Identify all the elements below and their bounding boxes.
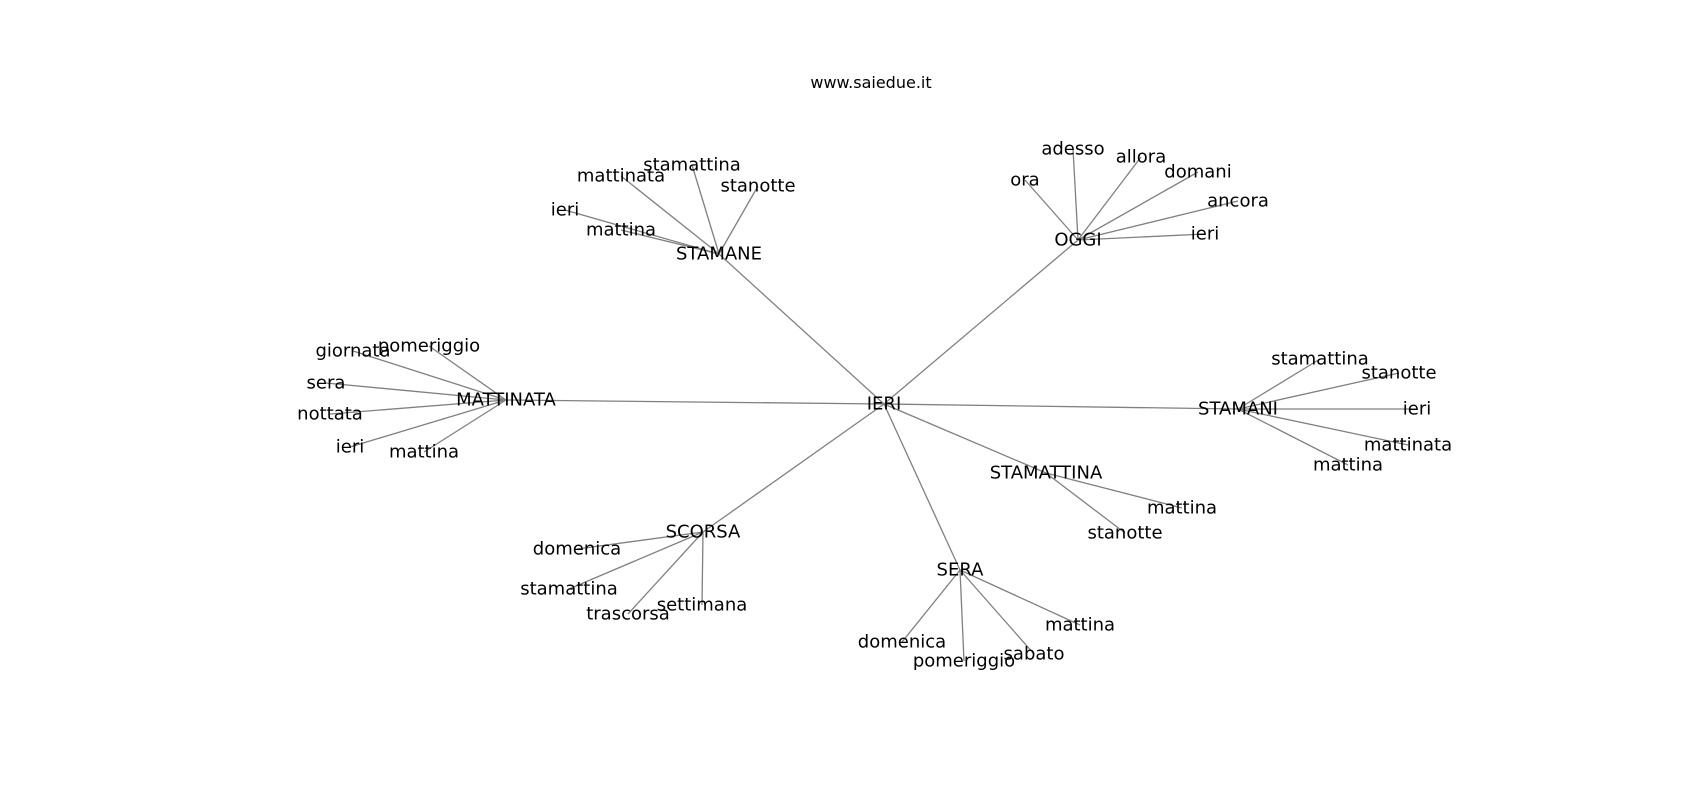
leaf-node-label: sera	[307, 373, 346, 394]
root-edge	[883, 403, 1047, 474]
root-edge	[883, 403, 961, 571]
leaf-edge	[1045, 472, 1126, 534]
leaf-node-label: trascorsa	[586, 604, 670, 625]
leaf-node-label: adesso	[1041, 139, 1104, 160]
leaf-node-label: allora	[1116, 147, 1166, 168]
leaf-edge	[423, 399, 507, 453]
root-edge	[702, 403, 885, 533]
leaf-node-label: ieri	[1403, 399, 1431, 420]
graph-edges	[325, 148, 1417, 662]
leaf-node-label: mattina	[1147, 498, 1217, 519]
root-node-label: IERI	[867, 394, 902, 415]
root-edge	[883, 239, 1079, 405]
root-edge	[718, 253, 885, 405]
leaf-node-label: stamattina	[1271, 349, 1369, 370]
leaf-node-label: ieri	[1191, 224, 1219, 245]
leaf-edge	[1237, 408, 1409, 446]
root-edge	[505, 399, 885, 405]
leaf-edge	[1045, 472, 1183, 509]
site-title: www.saiedue.it	[810, 73, 931, 92]
hub-node-label: OGGI	[1054, 230, 1101, 251]
leaf-edge	[1237, 408, 1349, 466]
leaf-node-label: mattinata	[577, 166, 665, 187]
leaf-edge	[576, 531, 704, 550]
root-edge	[883, 403, 1239, 410]
leaf-edge	[349, 399, 507, 448]
leaf-edge	[1237, 372, 1400, 410]
hub-node-label: STAMATTINA	[990, 463, 1103, 484]
leaf-node-label: stanotte	[1087, 523, 1162, 544]
leaf-edge	[1237, 358, 1321, 410]
leaf-node-label: settimana	[657, 595, 748, 616]
leaf-edge	[691, 164, 720, 255]
leaf-node-label: stamattina	[643, 155, 741, 176]
leaf-node-label: stanotte	[1361, 363, 1436, 384]
leaf-node-label: ora	[1010, 170, 1039, 191]
hub-node-label: STAMANI	[1198, 399, 1278, 420]
leaf-node-label: mattina	[1045, 615, 1115, 636]
leaf-edge	[901, 569, 961, 643]
leaf-node-label: domenica	[858, 632, 946, 653]
leaf-node-label: mattina	[586, 220, 656, 241]
leaf-node-label: ancora	[1207, 191, 1269, 212]
leaf-node-label: pomeriggio	[378, 336, 480, 357]
leaf-node-label: mattinata	[1364, 435, 1452, 456]
leaf-edge	[959, 569, 1081, 626]
leaf-node-label: domani	[1164, 162, 1231, 183]
leaf-edge	[1077, 233, 1206, 241]
leaf-node-label: giornata	[315, 341, 390, 362]
leaf-node-label: stanotte	[720, 176, 795, 197]
leaf-edge	[959, 569, 965, 662]
hub-node-label: MATTINATA	[456, 390, 556, 411]
leaf-edge	[620, 175, 720, 255]
leaf-node-label: stamattina	[520, 579, 618, 600]
hub-node-label: SERA	[937, 560, 985, 581]
hub-node-label: SCORSA	[666, 522, 741, 543]
leaf-edge	[352, 350, 507, 401]
leaf-edge	[718, 185, 759, 255]
leaf-node-label: ieri	[336, 437, 364, 458]
leaf-node-label: domenica	[533, 539, 621, 560]
leaf-edge	[1072, 148, 1079, 241]
hub-node-label: STAMANE	[676, 244, 762, 265]
leaf-edge	[620, 229, 720, 255]
leaf-node-label: ieri	[551, 200, 579, 221]
leaf-node-label: mattina	[389, 442, 459, 463]
leaf-edge	[329, 399, 507, 415]
leaf-edge	[1077, 156, 1142, 241]
leaf-edge	[428, 345, 507, 401]
leaf-edge	[701, 531, 704, 606]
leaf-edge	[1077, 171, 1199, 241]
leaf-edge	[1077, 200, 1239, 241]
leaf-node-label: sabato	[1004, 644, 1065, 665]
leaf-edge	[568, 531, 704, 590]
leaf-edge	[627, 531, 704, 615]
leaf-edge	[959, 569, 1035, 655]
leaf-node-label: pomeriggio	[913, 651, 1015, 672]
leaf-node-label: mattina	[1313, 455, 1383, 476]
leaf-edge	[325, 382, 507, 401]
leaf-node-label: nottata	[297, 404, 363, 425]
leaf-edge	[1024, 179, 1079, 241]
leaf-edge	[564, 209, 720, 255]
